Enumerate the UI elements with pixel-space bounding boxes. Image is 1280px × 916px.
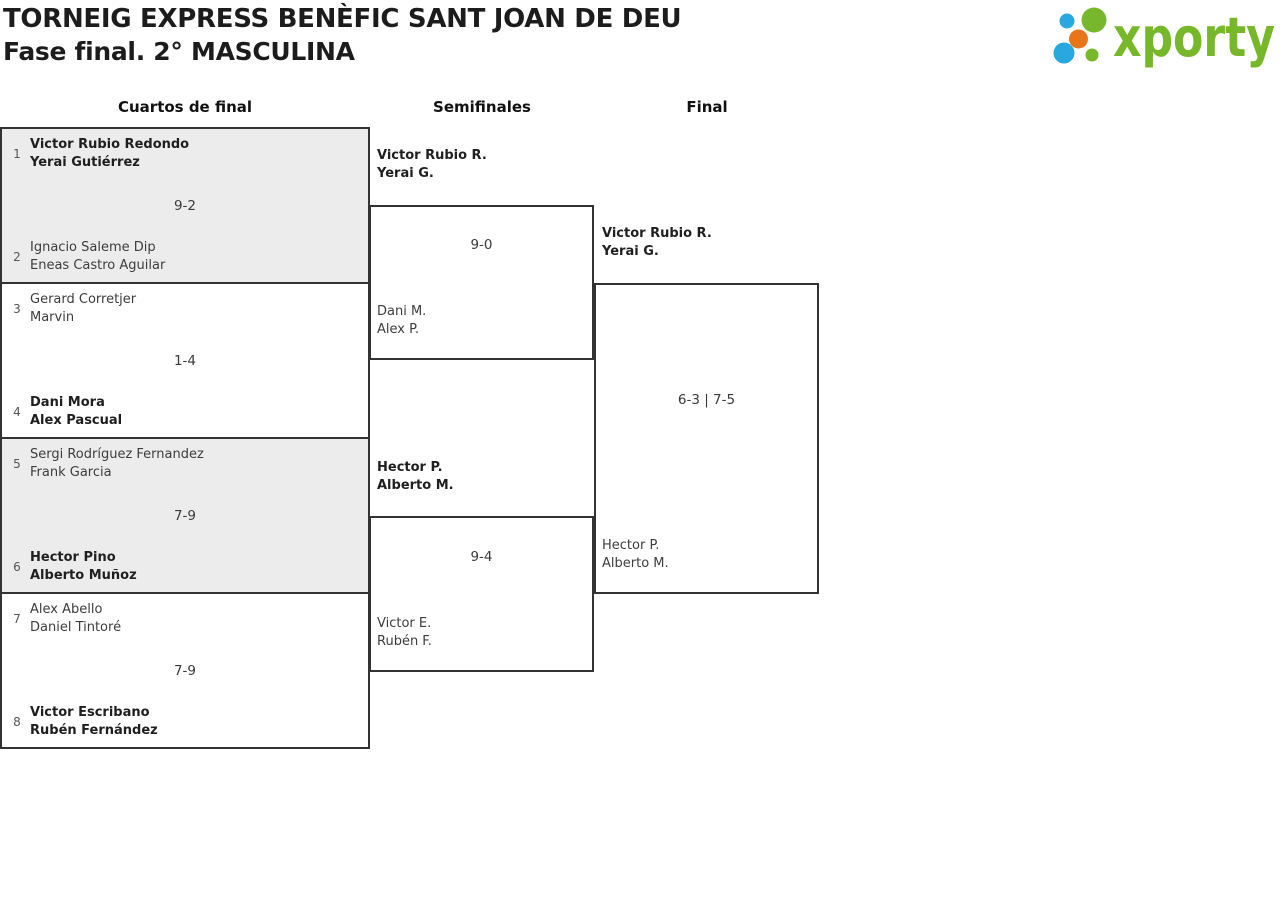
match-score: 1-4 xyxy=(173,352,197,369)
qf-match-4[interactable]: 7 Alex Abello Daniel Tintoré 7-9 8 Victo… xyxy=(0,592,370,749)
player-name: Victor Rubio Redondo xyxy=(30,137,190,152)
round-header-cuartos: Cuartos de final xyxy=(117,98,253,116)
player-name: Alex Abello xyxy=(30,602,103,617)
round-header-final: Final xyxy=(686,98,728,116)
team-row: 7 Alex Abello Daniel Tintoré xyxy=(4,601,362,637)
final-team-bottom: Hector P. Alberto M. xyxy=(602,537,669,573)
player-name: Gerard Corretjer xyxy=(30,292,137,307)
qf-match-2[interactable]: 3 Gerard Corretjer Marvin 1-4 4 Dani Mor… xyxy=(0,282,370,439)
player-name: Alberto M. xyxy=(377,478,454,493)
player-name: Yerai G. xyxy=(377,166,434,181)
team-names: Ignacio Saleme Dip Eneas Castro Aguilar xyxy=(30,239,362,275)
final-team-top: Victor Rubio R. Yerai G. xyxy=(602,225,712,261)
team-row: 1 Victor Rubio Redondo Yerai Gutiérrez xyxy=(4,136,362,172)
match-score: 9-2 xyxy=(173,197,197,214)
player-name: Marvin xyxy=(30,310,75,325)
player-name: Alex P. xyxy=(377,322,420,337)
team-row: 4 Dani Mora Alex Pascual xyxy=(4,394,362,430)
player-name: Hector P. xyxy=(377,460,443,475)
player-name: Rubén Fernández xyxy=(30,723,158,738)
match-score: 9-4 xyxy=(470,549,493,565)
seed-number: 8 xyxy=(13,715,21,729)
player-name: Dani Mora xyxy=(30,395,105,410)
player-name: Alberto M. xyxy=(602,556,669,571)
player-name: Victor Rubio R. xyxy=(377,148,487,163)
quarterfinals-column: 1 Victor Rubio Redondo Yerai Gutiérrez 9… xyxy=(0,127,370,749)
team-names: Sergi Rodríguez Fernandez Frank Garcia xyxy=(30,446,362,482)
player-name: Alex Pascual xyxy=(30,413,123,428)
tournament-subtitle: Fase final. 2° MASCULINA xyxy=(3,37,355,66)
sf2-team-bottom: Victor E. Rubén F. xyxy=(377,615,432,651)
seed-number: 5 xyxy=(13,457,21,471)
xporty-dots-icon xyxy=(1053,7,1107,64)
seed-number: 4 xyxy=(13,405,21,419)
match-score: 7-9 xyxy=(173,662,197,679)
team-row: 8 Victor Escribano Rubén Fernández xyxy=(4,704,362,740)
seed-number: 7 xyxy=(13,612,21,626)
seed-number: 3 xyxy=(13,302,21,316)
sf1-team-bottom: Dani M. Alex P. xyxy=(377,303,426,339)
team-names: Hector Pino Alberto Muñoz xyxy=(30,549,362,585)
player-name: Alberto Muñoz xyxy=(30,568,137,583)
sf2-team-top: Hector P. Alberto M. xyxy=(377,459,454,495)
player-name: Sergi Rodríguez Fernandez xyxy=(30,447,204,462)
round-header-semifinales: Semifinales xyxy=(433,98,531,116)
player-name: Hector P. xyxy=(602,538,660,553)
team-row: 5 Sergi Rodríguez Fernandez Frank Garcia xyxy=(4,446,362,482)
seed-number: 1 xyxy=(13,147,21,161)
seed-number: 2 xyxy=(13,250,21,264)
final-match[interactable] xyxy=(594,283,819,594)
team-row: 2 Ignacio Saleme Dip Eneas Castro Aguila… xyxy=(4,239,362,275)
player-name: Frank Garcia xyxy=(30,465,112,480)
xporty-logo[interactable]: xporty xyxy=(1045,0,1280,78)
player-name: Dani M. xyxy=(377,304,427,319)
team-names: Victor Escribano Rubén Fernández xyxy=(30,704,362,740)
qf-match-1[interactable]: 1 Victor Rubio Redondo Yerai Gutiérrez 9… xyxy=(0,127,370,284)
sf-match-1[interactable] xyxy=(369,205,594,360)
match-score: 9-0 xyxy=(470,237,493,253)
player-name: Victor E. xyxy=(377,616,432,631)
tournament-title: TORNEIG EXPRESS BENÈFIC SANT JOAN DE DEU xyxy=(3,4,682,34)
player-name: Yerai G. xyxy=(602,244,659,259)
player-name: Victor Escribano xyxy=(30,705,150,720)
qf-match-3[interactable]: 5 Sergi Rodríguez Fernandez Frank Garcia… xyxy=(0,437,370,594)
player-name: Victor Rubio R. xyxy=(602,226,712,241)
sf1-team-top: Victor Rubio R. Yerai G. xyxy=(377,147,487,183)
player-name: Eneas Castro Aguilar xyxy=(30,258,166,273)
player-name: Yerai Gutiérrez xyxy=(30,155,140,170)
team-row: 6 Hector Pino Alberto Muñoz xyxy=(4,549,362,585)
match-score: 6-3 | 7-5 xyxy=(677,392,736,408)
team-names: Dani Mora Alex Pascual xyxy=(30,394,362,430)
player-name: Ignacio Saleme Dip xyxy=(30,240,156,255)
team-row: 3 Gerard Corretjer Marvin xyxy=(4,291,362,327)
team-names: Gerard Corretjer Marvin xyxy=(30,291,362,327)
seed-number: 6 xyxy=(13,560,21,574)
player-name: Daniel Tintoré xyxy=(30,620,122,635)
player-name: Hector Pino xyxy=(30,550,116,565)
sf-match-2[interactable] xyxy=(369,516,594,672)
match-score: 7-9 xyxy=(173,507,197,524)
xporty-logo-text: xporty xyxy=(1113,6,1275,69)
team-names: Alex Abello Daniel Tintoré xyxy=(30,601,362,637)
player-name: Rubén F. xyxy=(377,634,432,649)
team-names: Victor Rubio Redondo Yerai Gutiérrez xyxy=(30,136,362,172)
